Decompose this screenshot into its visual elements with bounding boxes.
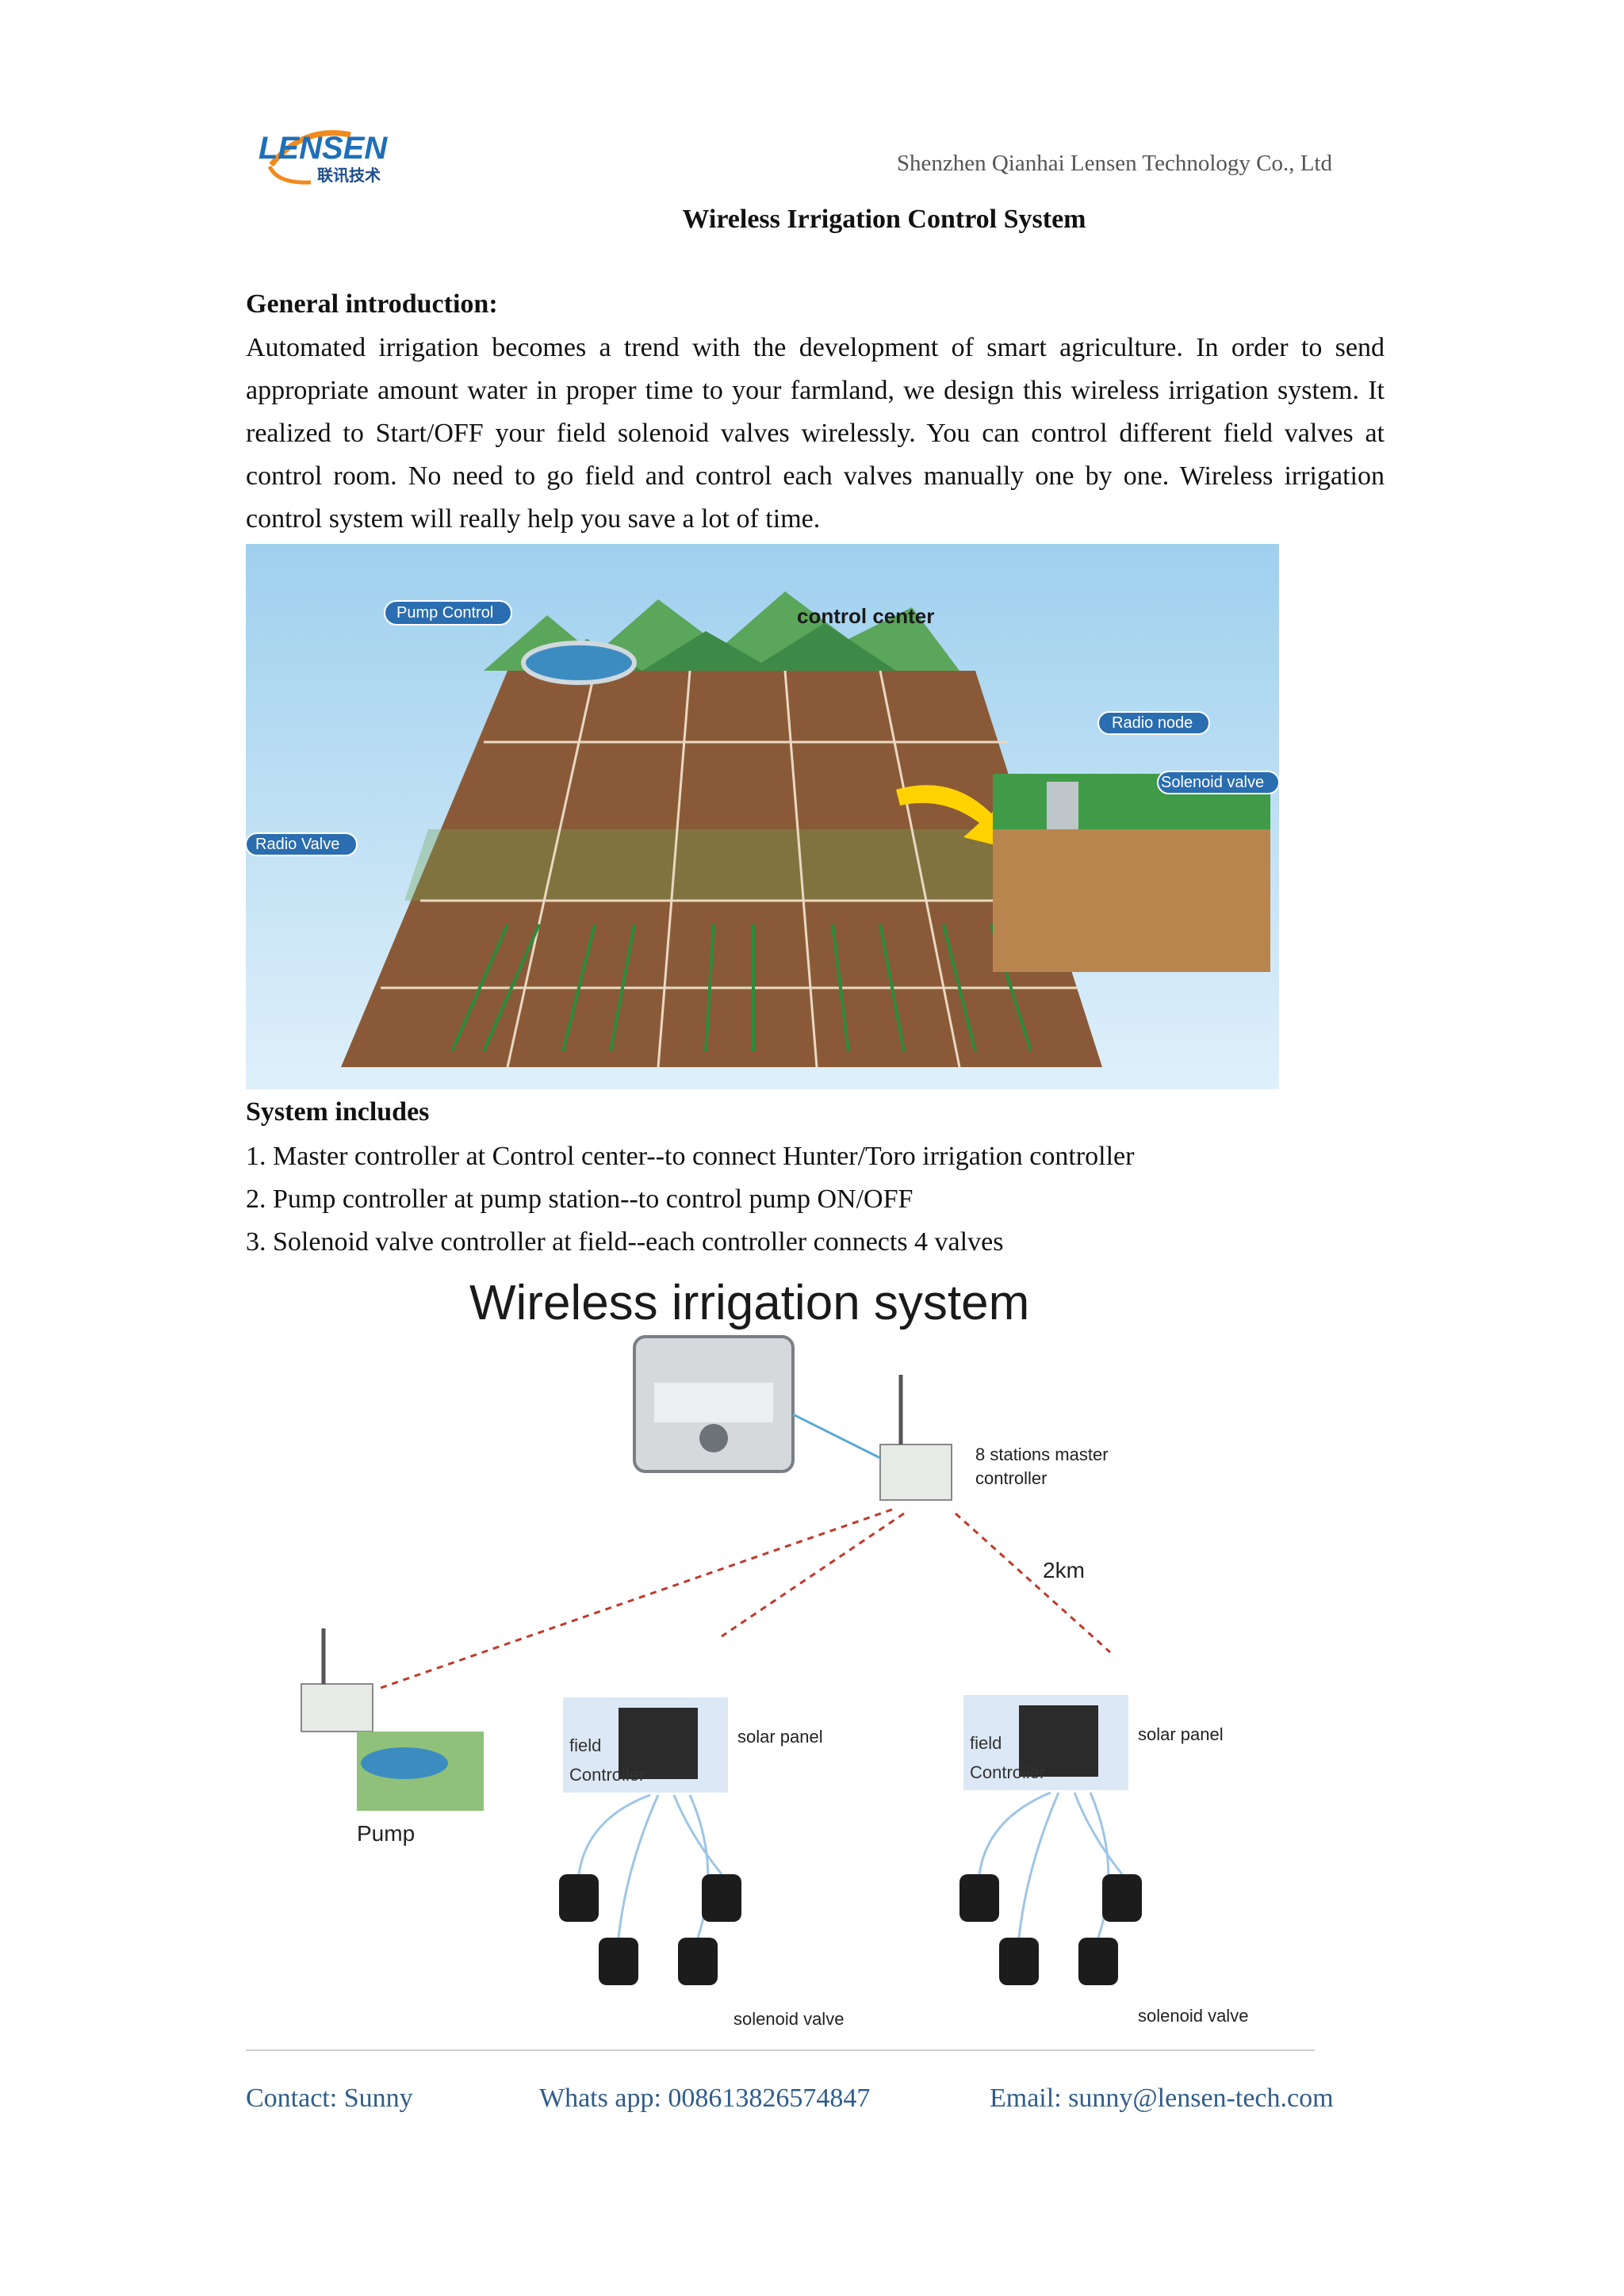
intro-heading: General introduction: <box>246 289 498 319</box>
field-label-right: field <box>970 1733 1002 1753</box>
system-list: 1. Master controller at Control center--… <box>246 1135 1134 1264</box>
document-title: Wireless Irrigation Control System <box>682 205 1086 234</box>
footer-contact: Contact: Sunny <box>246 2084 413 2113</box>
farm-illustration: Pump Control control center Radio node S… <box>246 544 1279 1089</box>
system-diagram: Wireless irrigation system 8 stations ma… <box>301 1276 1248 2029</box>
company-name: Shenzhen Qianhai Lensen Technology Co., … <box>896 151 1332 176</box>
system-item: 3. Solenoid valve controller at field--e… <box>246 1227 1004 1257</box>
footer-divider <box>246 2049 1315 2051</box>
label-pump-control: Pump Control <box>396 604 493 622</box>
system-heading: System includes <box>246 1097 430 1127</box>
system-item: 2. Pump controller at pump station--to c… <box>246 1184 914 1214</box>
master-label-line1: 8 stations master <box>975 1445 1109 1464</box>
svg-text:LENSEN: LENSEN <box>259 131 388 166</box>
pump-label: Pump <box>357 1821 415 1846</box>
solenoid-valve-label-right: solenoid valve <box>1138 2006 1248 2026</box>
distance-label: 2km <box>1043 1558 1085 1582</box>
solar-panel-label-right: solar panel <box>1138 1724 1224 1744</box>
footer-email[interactable]: Email: sunny@lensen-tech.com <box>990 2084 1334 2113</box>
footer-whatsapp[interactable]: Whats app: 008613826574847 <box>539 2084 871 2113</box>
label-solenoid-valve: Solenoid valve <box>1161 774 1264 791</box>
solenoid-valve-label-left: solenoid valve <box>733 2009 844 2029</box>
intro-paragraph: Automated irrigation becomes a trend wit… <box>246 333 1385 534</box>
solar-panel-label-left: solar panel <box>737 1727 823 1747</box>
diagram-title: Wireless irrigation system <box>469 1276 1029 1330</box>
master-label-line2: controller <box>975 1468 1047 1488</box>
field-label-left: field <box>569 1735 601 1755</box>
label-radio-node: Radio node <box>1112 714 1193 732</box>
label-control-center: control center <box>797 604 934 628</box>
controller-label-left: Controller <box>569 1765 645 1785</box>
system-item: 1. Master controller at Control center--… <box>246 1142 1135 1171</box>
label-radio-valve: Radio Valve <box>255 836 339 853</box>
svg-text:联讯技术: 联讯技术 <box>317 166 381 185</box>
controller-label-right: Controller <box>970 1762 1045 1782</box>
lensen-logo: LENSEN 联讯技术 <box>259 130 388 185</box>
